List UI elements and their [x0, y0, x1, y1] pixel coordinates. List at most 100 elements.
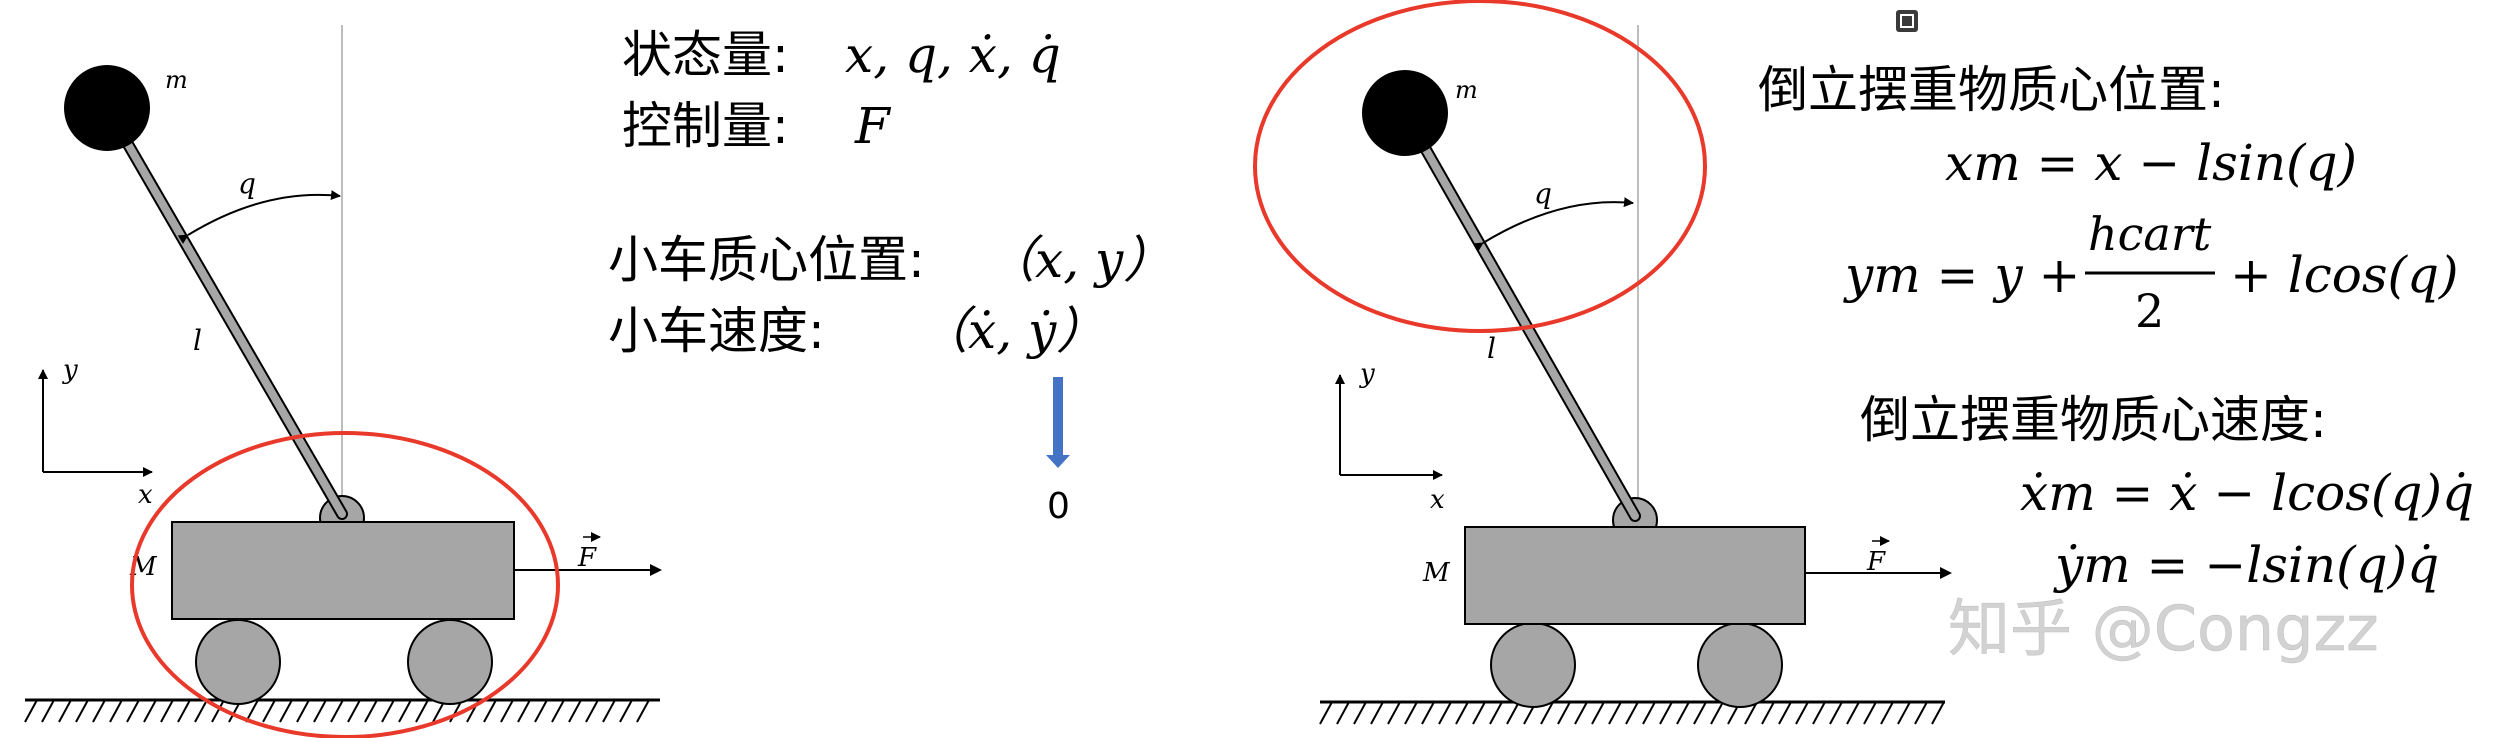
left-ground — [24, 698, 660, 723]
ground-hatch-mark — [143, 699, 157, 723]
left-wheel-left — [195, 619, 281, 705]
ground-hatch-mark — [415, 699, 429, 723]
ym-dot-equation: ẏm = −lsin(q)q̇ — [2053, 536, 2439, 594]
right-axis-y-label: y — [1359, 359, 1375, 389]
ground-hatch-mark — [1795, 701, 1809, 725]
left-angle-arc — [177, 190, 341, 244]
control-var: F — [854, 97, 892, 155]
ground-hatch-mark — [1931, 701, 1945, 725]
ground-hatch-mark — [1489, 701, 1503, 725]
ym-equation-lhs: ym = y + — [1843, 246, 2080, 304]
left-angle-label: q — [238, 167, 256, 200]
ym-fraction-numerator: hcart — [2088, 207, 2212, 261]
zero-value: 0 — [1047, 486, 1070, 527]
ground-hatch-mark — [1693, 701, 1707, 725]
ground-hatch-mark — [568, 699, 582, 723]
control-label: 控制量: — [622, 97, 789, 155]
left-pendulum-mass — [64, 65, 150, 151]
ground-hatch-mark — [313, 699, 327, 723]
ym-fraction-denominator: 2 — [2135, 284, 2164, 338]
ground-hatch-mark — [1676, 701, 1690, 725]
image-corner-icon — [1896, 10, 1918, 32]
ground-hatch-mark — [1455, 701, 1469, 725]
state-vars: x, q, ẋ, q̇ — [845, 26, 1061, 84]
ground-hatch-mark — [1863, 701, 1877, 725]
blue-down-arrow-shaft — [1053, 377, 1063, 457]
pendulum-position-title: 倒立摆重物质心位置: — [1758, 61, 2225, 119]
right-ground — [1319, 700, 1945, 725]
cart-velocity-label: 小车速度: — [608, 302, 825, 360]
ground-hatch-mark — [41, 699, 55, 723]
left-diagram: m q l M F y x — [24, 25, 662, 738]
left-cart-highlight-ellipse — [130, 431, 560, 738]
ground-hatch-mark — [75, 699, 89, 723]
ground-hatch-mark — [551, 699, 565, 723]
ground-hatch-mark — [1421, 701, 1435, 725]
xm-dot-equation: ẋm = ẋ − lcos(q)q̇ — [2020, 464, 2474, 522]
ground-hatch-mark — [160, 699, 174, 723]
ground-hatch-mark — [1574, 701, 1588, 725]
right-force-label: F — [1866, 547, 1886, 577]
ground-hatch-mark — [636, 699, 650, 723]
ground-hatch-mark — [1506, 701, 1520, 725]
pendulum-velocity-title: 倒立摆重物质心速度: — [1860, 391, 2327, 449]
ground-hatch-mark — [1897, 701, 1911, 725]
ground-hatch-mark — [1438, 701, 1452, 725]
ground-hatch-mark — [483, 699, 497, 723]
ground-hatch-mark — [1404, 701, 1418, 725]
ground-hatch-mark — [1591, 701, 1605, 725]
right-axis-x-label: x — [1430, 485, 1445, 515]
ground-hatch-mark — [364, 699, 378, 723]
ground-hatch-mark — [1387, 701, 1401, 725]
right-mass-label: m — [1455, 76, 1478, 104]
ground-hatch-mark — [1540, 701, 1554, 725]
ground-hatch-mark — [602, 699, 616, 723]
ground-hatch-mark — [1319, 701, 1333, 725]
cart-position-label: 小车质心位置: — [608, 231, 925, 289]
ground-hatch-mark — [177, 699, 191, 723]
ground-hatch-mark — [1557, 701, 1571, 725]
ground-hatch-mark — [211, 699, 225, 723]
state-info: 状态量: x, q, ẋ, q̇ 控制量: F 小车质心位置: （x, y） 小… — [608, 26, 1173, 527]
left-length-label: l — [193, 324, 202, 357]
right-diagram: m q l M F y x — [1253, 0, 1952, 725]
watermark-text: 知乎 @Congzz — [1948, 592, 2379, 665]
ground-hatch-mark — [109, 699, 123, 723]
left-axis-y-label: y — [62, 355, 78, 385]
xm-equation-text: xm = x − lsin(q) — [1945, 134, 2357, 192]
state-label: 状态量: — [622, 26, 789, 84]
ground-hatch-mark — [1710, 701, 1724, 725]
ground-hatch-mark — [1880, 701, 1894, 725]
left-wheel-right — [407, 619, 493, 705]
ground-hatch-mark — [1472, 701, 1486, 725]
ground-hatch-mark — [330, 699, 344, 723]
ground-hatch-mark — [398, 699, 412, 723]
ground-hatch-mark — [1336, 701, 1350, 725]
ground-hatch-mark — [58, 699, 72, 723]
right-mass-highlight-ellipse — [1253, 0, 1707, 333]
right-angle-label: q — [1534, 177, 1552, 210]
right-wheel-right — [1697, 622, 1783, 708]
right-angle-arc — [1472, 197, 1634, 252]
ground-hatch-mark — [126, 699, 140, 723]
ground-hatch-mark — [194, 699, 208, 723]
cart-velocity-vars: （ẋ, ẏ） — [918, 302, 1106, 360]
ground-hatch-mark — [1353, 701, 1367, 725]
xm-equation: xm = x − lsin(q) — [1945, 134, 2357, 192]
ground-hatch-mark — [296, 699, 310, 723]
left-axis-x-label: x — [138, 480, 153, 510]
ground-hatch-mark — [1625, 701, 1639, 725]
ground-hatch-mark — [1744, 701, 1758, 725]
ground-hatch-mark — [1846, 701, 1860, 725]
right-cart-label: M — [1422, 558, 1451, 588]
ground-hatch-mark — [1812, 701, 1826, 725]
ground-hatch-mark — [1370, 701, 1384, 725]
ground-hatch-mark — [534, 699, 548, 723]
ground-hatch-mark — [1829, 701, 1843, 725]
right-wheel-left — [1490, 622, 1576, 708]
ground-hatch-mark — [585, 699, 599, 723]
ground-hatch-mark — [619, 699, 633, 723]
ground-hatch-mark — [1761, 701, 1775, 725]
ground-hatch-mark — [1659, 701, 1673, 725]
